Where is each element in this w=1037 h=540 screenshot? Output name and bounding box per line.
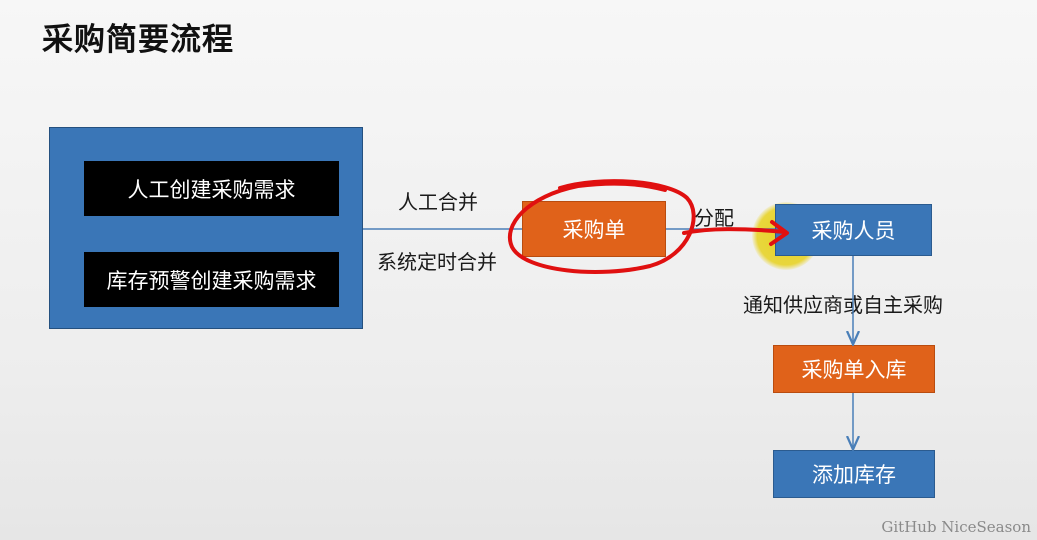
- stock-alert-requirement-box: 库存预警创建采购需求: [84, 252, 339, 307]
- page-title: 采购简要流程: [42, 22, 234, 58]
- system-merge-label: 系统定时合并: [377, 250, 497, 274]
- manual-merge-label: 人工合并: [398, 190, 478, 214]
- manual-requirement-box: 人工创建采购需求: [84, 161, 339, 216]
- purchaser-node: 采购人员: [775, 204, 932, 256]
- notify-label: 通知供应商或自主采购: [743, 293, 943, 317]
- assign-label: 分配: [694, 206, 734, 230]
- watermark: GitHub NiceSeason: [881, 518, 1031, 536]
- add-stock-node: 添加库存: [773, 450, 935, 498]
- purchase-order-node: 采购单: [522, 201, 666, 257]
- warehousing-node: 采购单入库: [773, 345, 935, 393]
